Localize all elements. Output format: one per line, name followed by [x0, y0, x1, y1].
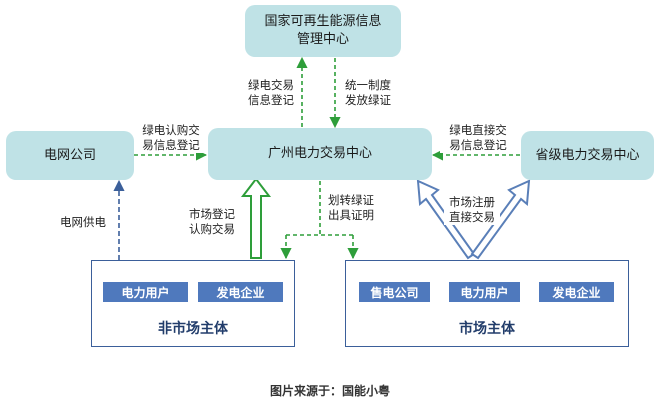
label-grid-supply: 电网供电: [52, 215, 114, 230]
label-green-info-register: 绿电交易 信息登记: [243, 78, 299, 108]
arrow-transfer-cert: [286, 181, 353, 236]
chip-power-user: 电力用户: [103, 282, 188, 302]
chip-retail-company: 售电公司: [359, 282, 430, 302]
node-provincial-trading-center: 省级电力交易中心: [521, 131, 654, 180]
node-renewable-info-center: 国家可再生能源信息 管理中心: [245, 5, 401, 57]
label-green-purchase-register: 绿电认购交 易信息登记: [137, 123, 205, 153]
chip-generation-company: 发电企业: [539, 282, 614, 302]
label-unified-cert-issue: 统一制度 发放绿证: [340, 78, 396, 108]
node-guangzhou-trading-center: 广州电力交易中心: [208, 128, 432, 180]
label-market-register-direct: 市场注册 直接交易: [444, 195, 500, 225]
group-title-market: 市场主体: [459, 321, 515, 337]
figure-caption: 图片来源于：国能小粤: [269, 384, 390, 398]
arrow-market-register: [240, 177, 272, 259]
chip-generation-company: 发电企业: [198, 282, 283, 302]
node-grid-company: 电网公司: [6, 131, 134, 180]
group-non-market: 电力用户 发电企业 非市场主体: [91, 260, 295, 347]
label-transfer-certificate: 划转绿证 出具证明: [323, 193, 379, 223]
chip-power-user: 电力用户: [449, 282, 520, 302]
arrow-market-to-prov: [470, 179, 531, 260]
group-title-non-market: 非市场主体: [158, 321, 228, 337]
group-market: 售电公司 电力用户 发电企业 市场主体: [345, 260, 629, 347]
label-market-register-purchase: 市场登记 认购交易: [184, 207, 240, 237]
label-green-direct-register: 绿电直接交 易信息登记: [440, 123, 516, 153]
